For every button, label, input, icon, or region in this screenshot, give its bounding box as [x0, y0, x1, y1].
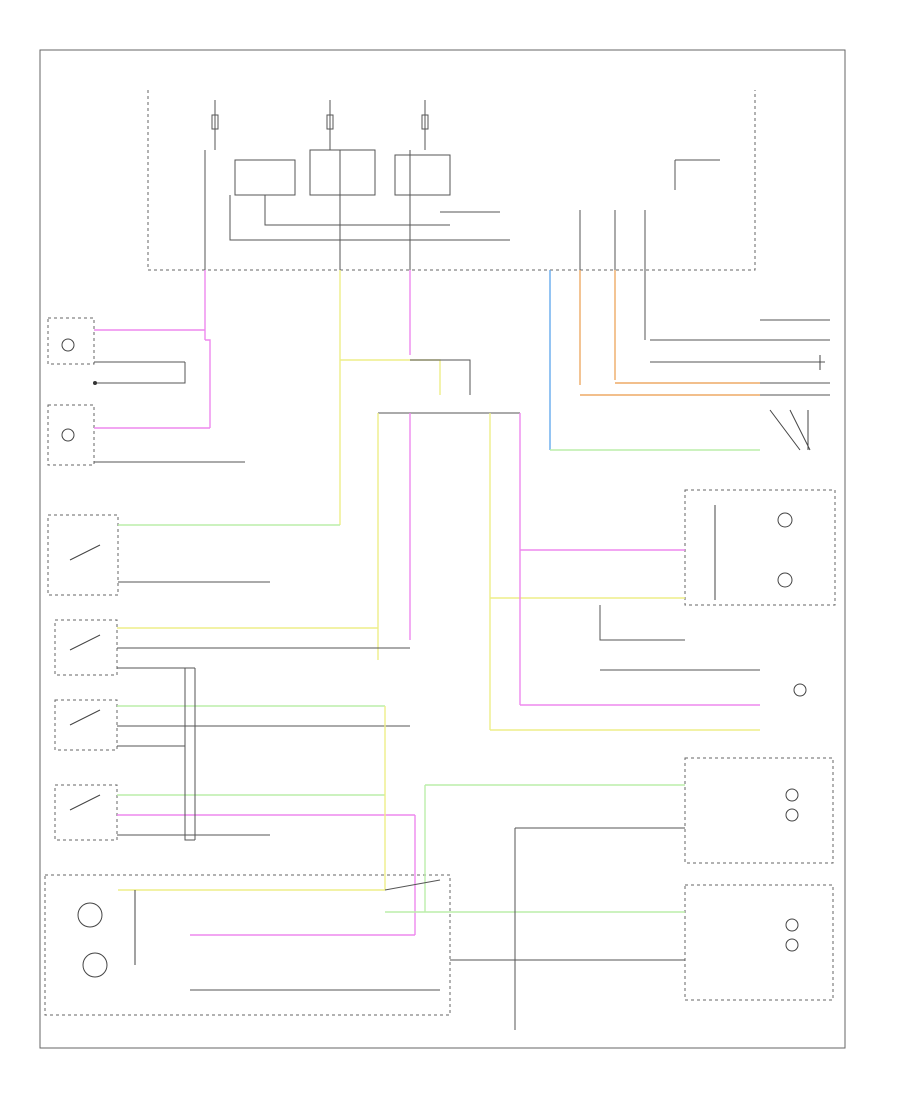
control-module [147, 90, 756, 271]
left-lamp-1 [47, 317, 205, 385]
front-interior-lamp-right [490, 489, 836, 606]
right-switch [769, 355, 821, 451]
ground-symbol [793, 683, 807, 697]
left-switch-4 [54, 619, 410, 676]
left-switch-5 [54, 699, 410, 751]
left-lamp-2 [47, 404, 245, 466]
left-courtesy-lamp [425, 757, 834, 864]
left-switch-3 [47, 514, 340, 596]
right-courtesy-lamp [385, 884, 834, 1001]
front-interior-lamp-assembly [44, 874, 451, 1016]
left-switch-6 [54, 784, 415, 841]
diagram-frame [39, 49, 846, 1049]
